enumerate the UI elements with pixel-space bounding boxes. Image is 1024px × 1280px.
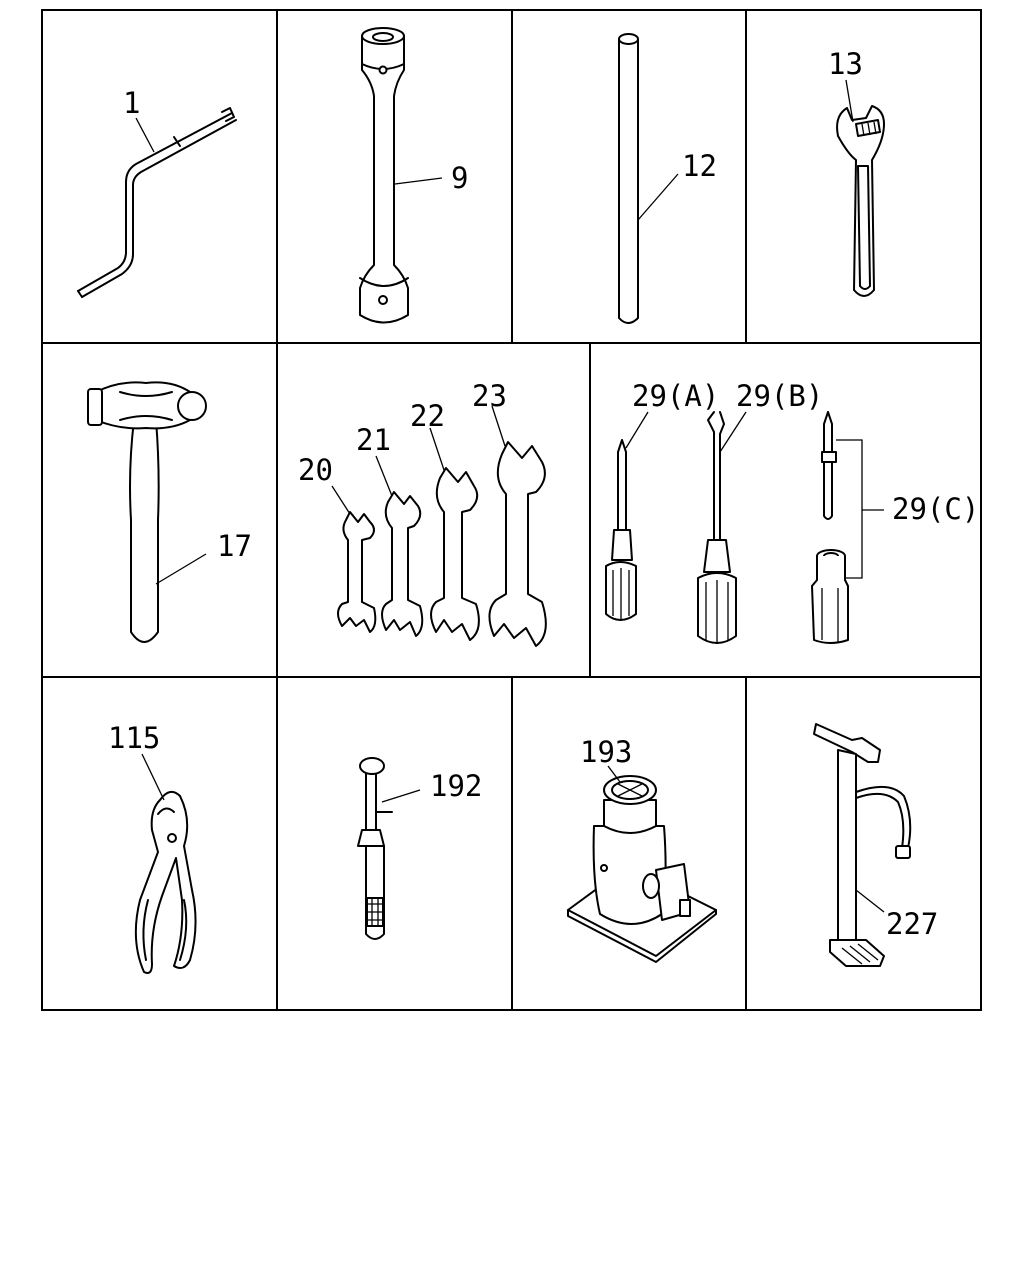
label-29a: 29(A) [632,379,719,413]
label-115: 115 [108,721,160,755]
leader-21 [375,455,393,497]
part-29-cell: 29(A) 29(B) 29(C) [605,379,979,644]
part-12-cell: 12 [618,33,717,324]
label-29b: 29(B) [736,379,823,413]
leader-29b [719,411,747,453]
label-13: 13 [828,47,863,81]
label-17: 17 [217,529,252,563]
leader-29c [836,439,884,579]
part-9-cell: 9 [359,27,468,324]
box-wrench-icon [359,27,409,324]
adjustable-wrench-icon [836,105,885,297]
open-end-wrench-icon [337,441,547,647]
screwdriver-tool-icon [357,757,393,940]
label-22: 22 [410,399,445,433]
pliers-icon [134,790,197,974]
label-192: 192 [430,769,482,803]
leader-193 [607,765,621,783]
tire-pump-icon [813,723,912,967]
leader-22 [429,427,445,471]
part-17-cell: 17 [87,381,252,643]
ball-peen-hammer-icon [87,381,207,643]
leader-17 [155,553,207,585]
label-12: 12 [682,149,717,183]
part-115-cell: 115 [108,721,197,974]
part-1-cell: 1 [77,86,237,298]
leader-13 [845,79,854,123]
label-23: 23 [472,379,507,413]
part-192-cell: 192 [357,757,482,940]
tommy-bar-icon [618,33,639,324]
label-29c: 29(C) [892,492,979,526]
screwdriver-icon [605,411,849,644]
label-1: 1 [123,86,140,120]
leader-9 [394,177,443,185]
part-227-cell: 227 [813,723,938,967]
label-193: 193 [580,735,632,769]
leader-1 [135,117,155,153]
leader-29a [625,411,649,449]
part-13-cell: 13 [828,47,885,297]
leader-227 [855,889,885,913]
label-227: 227 [886,907,938,941]
label-9: 9 [451,161,468,195]
leader-12 [637,173,679,221]
leader-20 [331,485,351,515]
leader-23 [491,405,506,447]
grid-frame [41,9,982,1011]
crank-handle-icon [77,107,237,298]
bottle-jack-icon [567,775,717,963]
label-21: 21 [356,423,391,457]
label-20: 20 [298,453,333,487]
part-193-cell: 193 [567,735,717,963]
leader-192 [381,789,421,803]
part-20-23-cell: 20 21 22 23 [298,379,547,647]
leader-115 [141,753,165,801]
